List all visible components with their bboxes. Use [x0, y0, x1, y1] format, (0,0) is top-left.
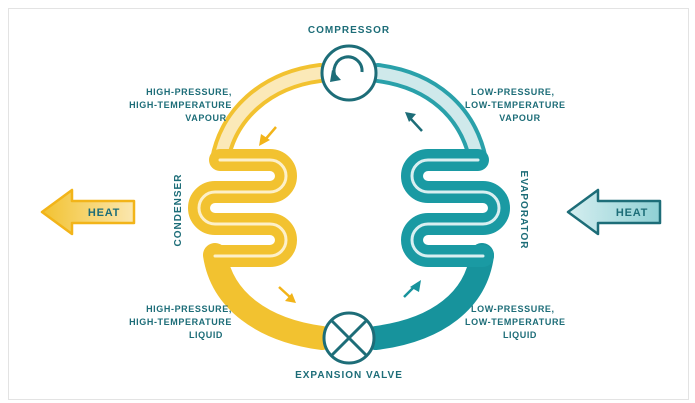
heat-in-label: HEAT	[616, 207, 648, 219]
condenser-coil	[188, 149, 297, 267]
state-label-top-right: LOW-PRESSURE, LOW-TEMPERATURE VAPOUR	[465, 87, 566, 123]
condenser-label: CONDENSER	[173, 174, 184, 247]
arrow-icon	[278, 286, 296, 303]
heat-out-arrow: HEAT	[40, 188, 136, 236]
svg-text:LOW-PRESSURE,: LOW-PRESSURE,	[471, 87, 555, 97]
state-label-bottom-right: LOW-PRESSURE, LOW-TEMPERATURE LIQUID	[465, 304, 566, 340]
evaporator-coil	[401, 149, 510, 267]
compressor-icon	[320, 44, 378, 102]
svg-text:LOW-TEMPERATURE: LOW-TEMPERATURE	[465, 100, 566, 110]
state-label-bottom-left: HIGH-PRESSURE, HIGH-TEMPERATURE LIQUID	[129, 304, 232, 340]
pipe-hot-liquid	[203, 243, 334, 350]
svg-text:HIGH-PRESSURE,: HIGH-PRESSURE,	[146, 304, 232, 314]
svg-text:LOW-TEMPERATURE: LOW-TEMPERATURE	[465, 317, 566, 327]
svg-text:HIGH-TEMPERATURE: HIGH-TEMPERATURE	[129, 317, 232, 327]
svg-text:LOW-PRESSURE,: LOW-PRESSURE,	[471, 304, 555, 314]
state-label-top-left: HIGH-PRESSURE, HIGH-TEMPERATURE VAPOUR	[129, 87, 232, 123]
arrow-icon	[259, 126, 277, 146]
expansion-valve-icon	[322, 311, 376, 365]
arrow-icon	[403, 280, 421, 298]
heat-in-arrow: HEAT	[566, 188, 662, 236]
svg-text:LIQUID: LIQUID	[503, 330, 537, 340]
svg-text:HIGH-PRESSURE,: HIGH-PRESSURE,	[146, 87, 232, 97]
svg-text:VAPOUR: VAPOUR	[185, 113, 226, 123]
svg-text:HIGH-TEMPERATURE: HIGH-TEMPERATURE	[129, 100, 232, 110]
heat-out-label: HEAT	[88, 207, 120, 219]
pipe-cold-liquid	[364, 243, 494, 350]
svg-text:LIQUID: LIQUID	[189, 330, 223, 340]
evaporator-label: EVAPORATOR	[518, 171, 529, 250]
expansion-valve-label: EXPANSION VALVE	[295, 370, 403, 381]
arrow-icon	[405, 112, 423, 132]
svg-text:VAPOUR: VAPOUR	[499, 113, 540, 123]
compressor-label: COMPRESSOR	[308, 25, 390, 36]
